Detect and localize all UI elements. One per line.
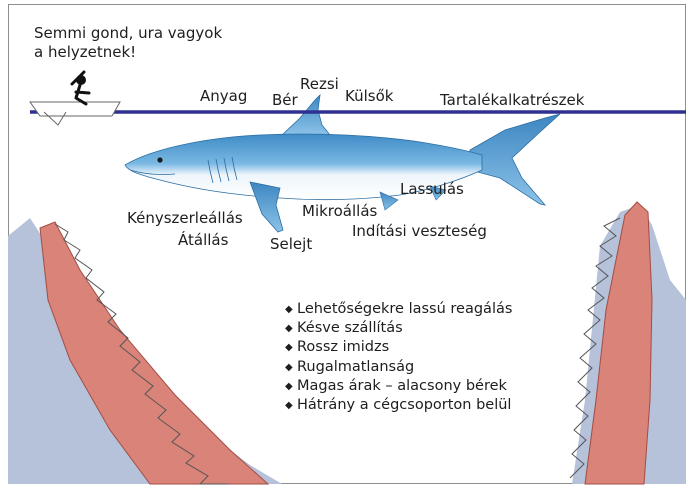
bullet-diamond-icon: ◆	[285, 396, 297, 415]
consequence-list: ◆Lehetőségekre lassú reagálás ◆Késve szá…	[285, 300, 512, 415]
list-item: ◆Késve szállítás	[285, 319, 512, 338]
bullet-diamond-icon: ◆	[285, 377, 297, 396]
label-atallas: Átállás	[178, 232, 228, 249]
bullet-diamond-icon: ◆	[285, 338, 297, 357]
label-kenyszerleallas: Kényszerleállás	[127, 210, 243, 227]
bullet-diamond-icon: ◆	[285, 319, 297, 338]
list-item: ◆Lehetőségekre lassú reagálás	[285, 300, 512, 319]
label-mikroallas: Mikroállás	[302, 203, 377, 220]
bullet-diamond-icon: ◆	[285, 358, 297, 377]
label-tartalek: Tartalékalkatrészek	[440, 92, 584, 109]
label-inditasi-veszteseg: Indítási veszteség	[352, 223, 487, 240]
person-icon	[72, 72, 89, 104]
speech-text: Semmi gond, ura vagyok a helyzetnek!	[34, 24, 222, 62]
list-item: ◆Magas árak – alacsony bérek	[285, 377, 512, 396]
label-anyag: Anyag	[200, 88, 247, 105]
list-item: ◆Rossz imidzs	[285, 338, 512, 357]
boat-icon	[30, 102, 120, 125]
label-rezsi: Rezsi	[300, 76, 339, 93]
list-item: ◆Hátrány a cégcsoporton belül	[285, 396, 512, 415]
label-selejt: Selejt	[270, 236, 312, 253]
bullet-diamond-icon: ◆	[285, 300, 297, 319]
label-kulsok: Külsők	[345, 88, 393, 105]
right-jaw	[570, 202, 686, 484]
speech-line-2: a helyzetnek!	[34, 43, 222, 62]
label-ber: Bér	[272, 92, 298, 109]
label-lassulas: Lassulás	[400, 181, 464, 198]
left-jaw	[8, 218, 282, 484]
list-item: ◆Rugalmatlanság	[285, 358, 512, 377]
speech-line-1: Semmi gond, ura vagyok	[34, 24, 222, 43]
